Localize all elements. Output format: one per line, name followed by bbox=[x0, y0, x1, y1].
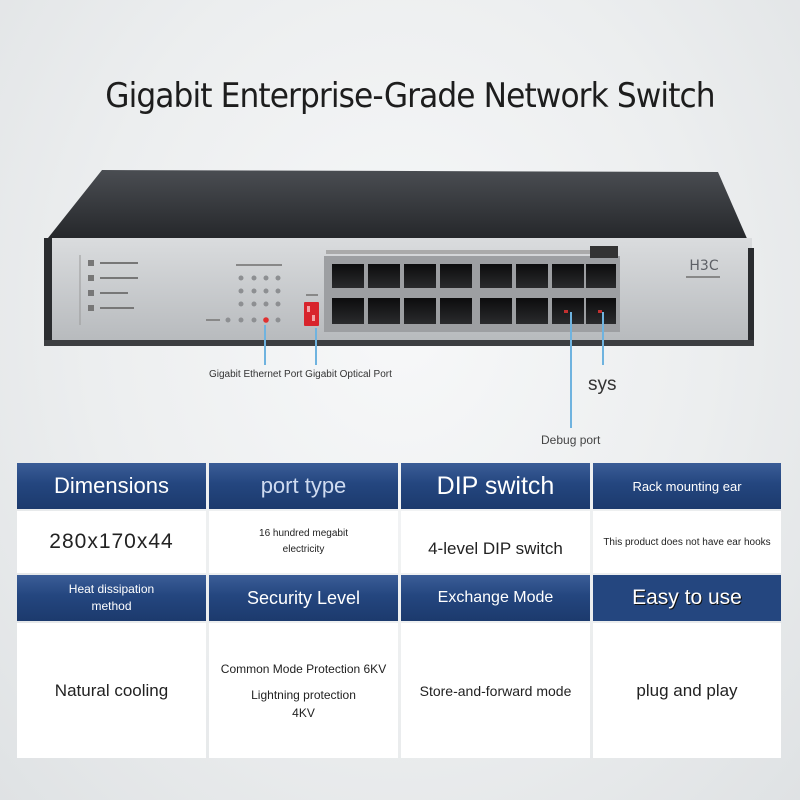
switch-device-image: H3C bbox=[44, 170, 754, 428]
spec-value-dip-switch: 4-level DIP switch bbox=[401, 511, 590, 573]
spec-value-security-level: Common Mode Protection 6KV Lightning pro… bbox=[209, 623, 398, 758]
dip-switch bbox=[304, 302, 319, 326]
legend-block bbox=[88, 260, 138, 311]
ports-bottom-row bbox=[332, 298, 616, 324]
led-matrix bbox=[225, 275, 281, 323]
switch-illustration: H3C Gigabit Ethernet Port Gigabit Optica… bbox=[0, 160, 800, 450]
ports-top-row bbox=[332, 264, 616, 288]
spec-header-dimensions: Dimensions bbox=[17, 463, 206, 509]
spec-value-heat-dissipation: Natural cooling bbox=[17, 623, 206, 758]
callout-ethernet-optical: Gigabit Ethernet Port Gigabit Optical Po… bbox=[209, 369, 392, 380]
spec-value-rack-ear: This product does not have ear hooks bbox=[593, 511, 781, 573]
spec-header-heat-dissipation: Heat dissipation method bbox=[17, 575, 206, 621]
led-active bbox=[263, 317, 269, 323]
spec-header-security-level: Security Level bbox=[209, 575, 398, 621]
specs-grid: Dimensions port type DIP switch Rack mou… bbox=[17, 463, 781, 758]
switch-top-lid bbox=[48, 170, 752, 250]
spec-header-dip-switch: DIP switch bbox=[401, 463, 590, 509]
spec-header-exchange-mode: Exchange Mode bbox=[401, 575, 590, 621]
spec-header-port-type: port type bbox=[209, 463, 398, 509]
callout-lines bbox=[264, 312, 604, 428]
spec-value-port-type: 16 hundred megabit electricity bbox=[209, 511, 398, 573]
spec-header-easy-to-use: Easy to use bbox=[593, 575, 781, 621]
spec-value-easy-to-use: plug and play bbox=[593, 623, 781, 758]
spec-value-exchange-mode: Store-and-forward mode bbox=[401, 623, 590, 758]
spec-value-dimensions: 280x170x44 bbox=[17, 511, 206, 573]
callout-sys: sys bbox=[588, 374, 617, 395]
spec-header-rack-ear: Rack mounting ear bbox=[593, 463, 781, 509]
brand-logo: H3C bbox=[689, 258, 718, 274]
callout-debug-port: Debug port bbox=[541, 433, 601, 447]
page-title: Gigabit Enterprise-Grade Network Switch bbox=[105, 76, 715, 116]
